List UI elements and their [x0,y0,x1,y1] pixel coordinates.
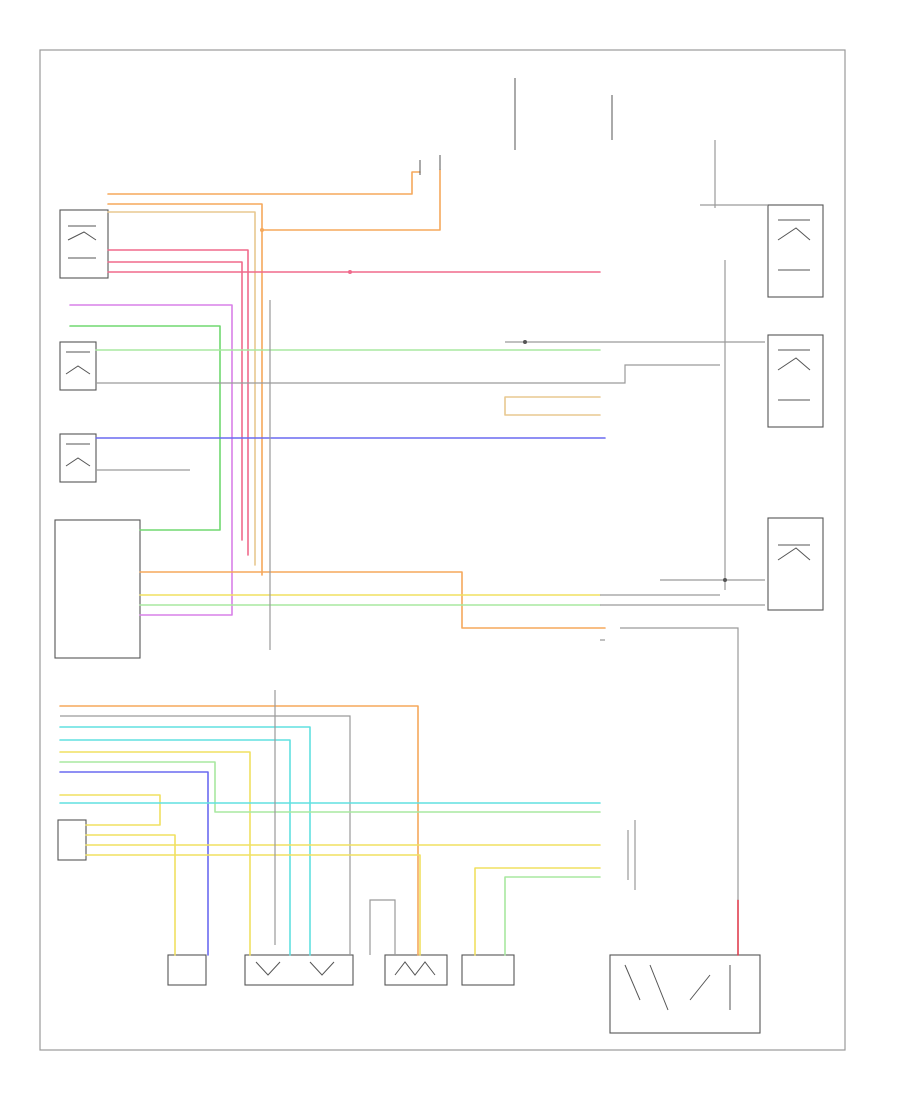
wire-light-green-1 [504,876,601,956]
wire-yellow-4 [85,834,176,956]
control-module [54,519,141,659]
speed-sensor-module [59,209,109,279]
wire-orange-2 [107,169,441,576]
lower-connector [57,819,87,861]
diagram-frame [39,49,846,1051]
wire-green-1 [69,325,221,531]
fuse-block-top [419,78,613,175]
wire-grey-5 [620,627,739,900]
wire-blue-2 [59,771,209,956]
wire-yellow-2 [59,751,251,956]
wire-grey-8 [269,300,276,945]
sensor-2 [244,954,354,986]
wire-grey-6 [369,899,396,955]
wire-orange-4 [59,705,419,956]
wire-violet-1 [69,304,233,616]
right-relay-middle [767,334,824,428]
wire-pink-1 [107,249,601,556]
wire-tan-2 [504,396,601,416]
wire-grey-4 [60,715,351,955]
wire-cyan-2 [59,739,291,956]
right-relay-upper [767,204,824,298]
range-switch [609,954,761,1034]
right-relay-lower [767,517,824,611]
wire-orange-1 [107,171,421,195]
wire-grey-3 [600,579,765,641]
wire-group-bottom [59,140,768,956]
wire-yellow-3 [59,794,161,826]
sensor-1 [167,954,207,986]
sensor-4 [461,954,515,986]
wire-group-top [69,169,765,641]
right-switch-block [59,433,97,483]
wire-grey-1 [96,341,765,384]
sensor-3 [384,954,448,986]
junction-points [260,228,727,582]
wire-cyan-1 [59,726,311,956]
wire-yellow-5 [85,844,601,956]
wire-green-4 [59,761,601,813]
wire-yellow-6 [474,867,601,956]
wire-orange-3 [139,571,606,629]
wire-grey-7 [700,140,768,590]
left-switch-block [59,341,97,391]
wire-tan-1 [107,211,256,566]
